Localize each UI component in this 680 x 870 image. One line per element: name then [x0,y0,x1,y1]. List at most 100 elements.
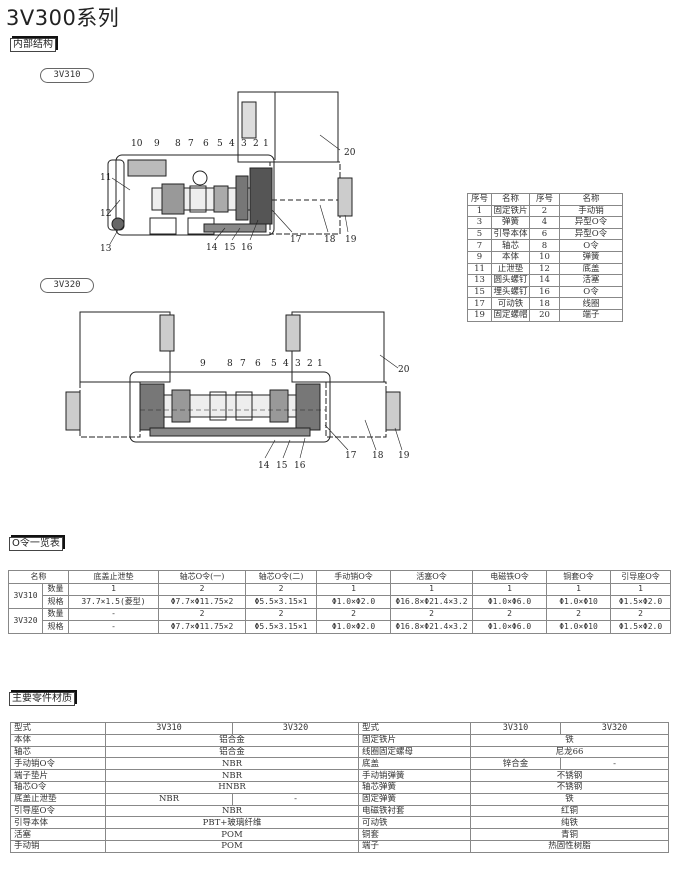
column-header: 活塞O令 [390,570,473,584]
value-cell: - [68,620,159,634]
value-cell: Φ1.0×Φ2.0 [316,595,391,609]
part-name: 轴芯 [491,239,530,252]
column-header: 3V320 [232,722,359,735]
model-cell: 3V310 [8,582,43,609]
column-header: 3V320 [560,722,669,735]
callout: 2 [253,139,259,149]
value-cell: 2 [610,607,671,621]
part-label: 引导座O令 [10,804,106,818]
value-cell: Φ1.0×Φ6.0 [472,595,547,609]
part-label: 手动销弹簧 [358,769,471,782]
part-name: O令 [559,285,623,299]
part-name: 引导本体 [491,227,530,241]
leader-lines [109,134,349,245]
column-header: 序号 [467,193,492,206]
part-name: 活塞 [559,274,623,287]
material-value: NBR [105,792,233,806]
value-cell: 2 [390,607,473,621]
callout: 2 [307,359,313,369]
material-value: PBT+玻璃纤维 [105,816,359,830]
callout: 4 [283,359,289,369]
callout: 6 [255,359,261,369]
part-label: 手动销 [10,839,106,853]
solenoid-outline [237,91,353,235]
callout: 18 [372,451,384,461]
part-label: 端子 [358,839,471,853]
callout: 7 [188,139,194,149]
value-cell: Φ1.0×Φ10 [546,595,611,609]
column-header: 型式 [358,722,471,735]
column-header: 电磁铁O令 [472,570,547,584]
column-header: 引导座O令 [610,570,671,584]
part-number: 15 [467,285,492,299]
value-cell: Φ1.0×Φ10 [546,620,611,634]
column-header: 型式 [10,722,106,735]
part-label: 铜套 [358,828,471,841]
part-name: 可动铁 [491,297,530,310]
callout: 17 [290,235,302,245]
part-name: 异型O令 [559,216,623,229]
value-cell: 2 [546,607,611,621]
value-cell: 1 [390,582,473,596]
part-label: 线圈固定螺母 [358,745,471,759]
material-value: 红铜 [470,804,669,818]
material-value: 不锈钢 [470,769,669,782]
callout: 19 [345,235,357,245]
callout: 10 [131,139,143,149]
material-value: NBR [105,757,359,771]
value-cell: Φ1.5×Φ2.0 [610,620,671,634]
value-cell: - [68,607,159,621]
valve-diagram-3v320 [65,311,403,459]
part-number: 12 [529,262,560,276]
part-label: 固定铁片 [358,733,471,747]
material-value: 铝合金 [105,733,359,747]
column-header: 3V310 [105,722,233,735]
part-name: 异型O令 [559,227,623,241]
value-cell: Φ7.7×Φ11.75×2 [158,595,246,609]
column-header: 名称 [559,193,623,206]
value-cell: 2 [472,607,547,621]
part-number: 5 [467,227,492,241]
valve-body [107,154,275,236]
column-header: 手动销O令 [316,570,391,584]
part-number: 16 [529,285,560,299]
part-label: 固定弹簧 [358,792,471,806]
column-header: 名称 [491,193,530,206]
section-oring-list: O令一览表 [9,537,63,551]
part-name: 线圈 [559,297,623,310]
part-number: 20 [529,308,560,322]
part-name: 端子 [559,308,623,322]
callout: 9 [154,139,160,149]
part-name: 手动销 [559,204,623,218]
table-row: 本体铝合金固定铁片铁 [10,733,669,747]
table-header-row: 序号名称序号名称 [467,193,623,206]
row-label: 数量 [42,582,69,596]
section-internal-structure: 内部结构 [10,38,56,52]
part-name: 弹簧 [559,250,623,264]
part-number: 17 [467,297,492,310]
page-title: 3V300系列 [6,6,120,30]
part-label: 底盖止泄垫 [10,792,106,806]
part-label: 底盖 [358,757,471,771]
callout: 1 [263,139,269,149]
part-name: O令 [559,239,623,252]
part-number: 2 [529,204,560,218]
part-number: 10 [529,250,560,264]
callout: 16 [241,243,253,253]
part-number: 1 [467,204,492,218]
callout: 16 [294,461,306,471]
part-number: 6 [529,227,560,241]
part-name: 固定螺帽 [491,308,530,322]
part-number: 19 [467,308,492,322]
part-number: 18 [529,297,560,310]
callout: 12 [100,209,111,219]
